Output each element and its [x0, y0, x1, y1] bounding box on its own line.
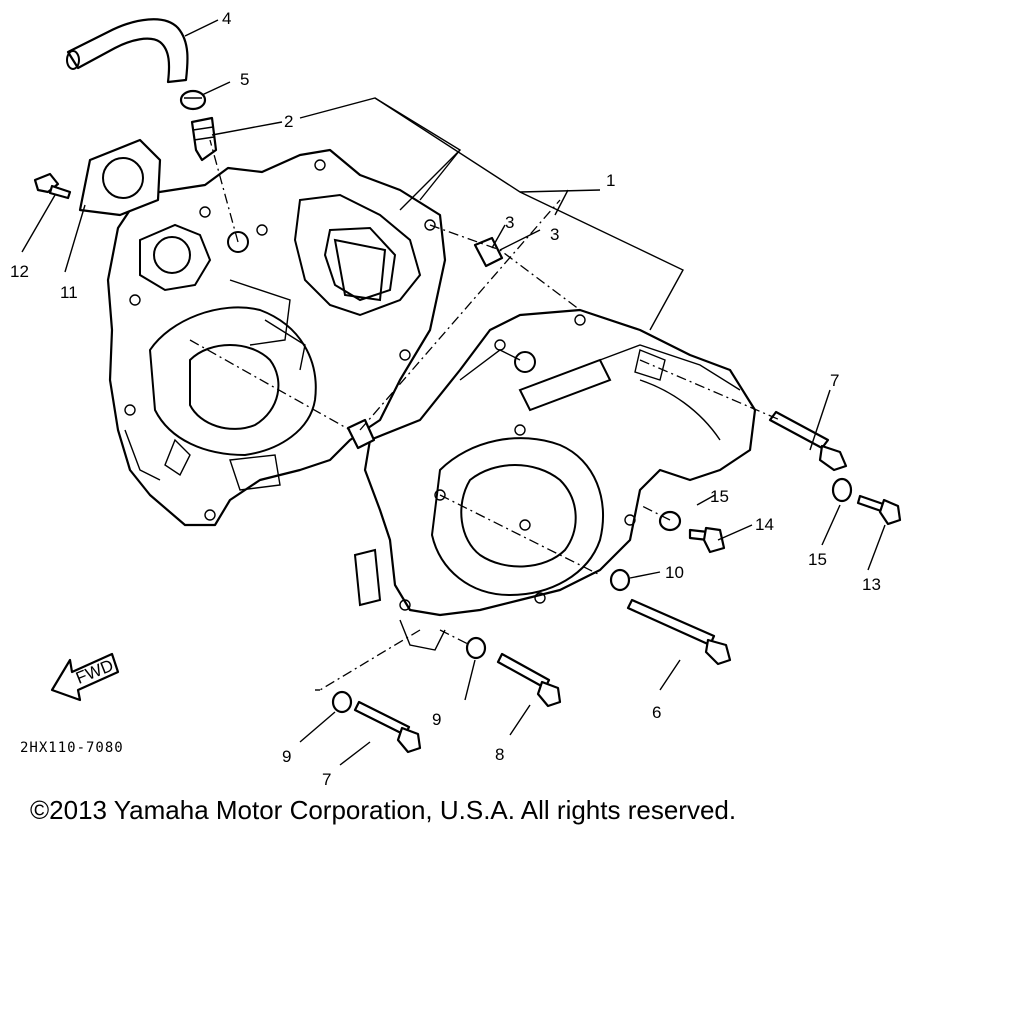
- washer-part-15-left: [658, 510, 682, 532]
- drawing-code: 2HX110-7080: [20, 740, 124, 756]
- bolt-part-6: [626, 598, 732, 666]
- dowel-part-3-upper: [473, 236, 504, 268]
- callout-3-lower: 3: [550, 225, 559, 244]
- callout-8: 8: [495, 745, 504, 764]
- bolt-part-14: [688, 526, 726, 554]
- bolt-part-12: [33, 172, 72, 200]
- callout-14: 14: [755, 515, 774, 534]
- callout-10: 10: [665, 563, 684, 582]
- callout-7-upper: 7: [830, 371, 839, 390]
- callout-2: 2: [284, 112, 293, 131]
- callout-5: 5: [240, 70, 249, 89]
- callout-4: 4: [222, 9, 231, 28]
- callout-3-upper: 3: [505, 213, 514, 232]
- callout-numbers: 1 2 3 3 4 5 6 7 7 8 9 9 10 11 12 13 14 1…: [10, 9, 881, 789]
- right-crankcase-half: [353, 308, 757, 651]
- washer-part-9-left: [331, 690, 353, 714]
- callout-12: 12: [10, 262, 29, 281]
- callout-15-right: 15: [808, 550, 827, 569]
- bolt-part-8: [496, 652, 562, 708]
- washer-part-9-right: [465, 636, 487, 660]
- hose-part-4: [66, 18, 189, 84]
- bolt-part-7-lower: [353, 700, 422, 754]
- callout-11: 11: [60, 283, 78, 302]
- callout-13: 13: [862, 575, 881, 594]
- callout-15-left: 15: [710, 487, 729, 506]
- bolt-part-7-upper: [768, 410, 848, 472]
- clamp-part-5: [179, 89, 207, 111]
- nipple-part-2: [190, 116, 218, 162]
- bolt-part-13: [856, 494, 902, 526]
- callout-1: 1: [606, 171, 615, 190]
- callout-6: 6: [652, 703, 661, 722]
- fwd-arrow-icon: FWD: [50, 652, 120, 702]
- callout-9-left: 9: [282, 747, 291, 766]
- copyright-notice: ©2013 Yamaha Motor Corporation, U.S.A. A…: [30, 795, 737, 825]
- callout-7-lower: 7: [322, 770, 331, 789]
- washer-part-15-right: [831, 477, 853, 503]
- gasket-part-11: [78, 138, 162, 217]
- leader-lines: [21, 19, 886, 766]
- callout-9-right: 9: [432, 710, 441, 729]
- oring-part-10: [609, 568, 631, 592]
- dowel-part-3-lower: [346, 418, 376, 450]
